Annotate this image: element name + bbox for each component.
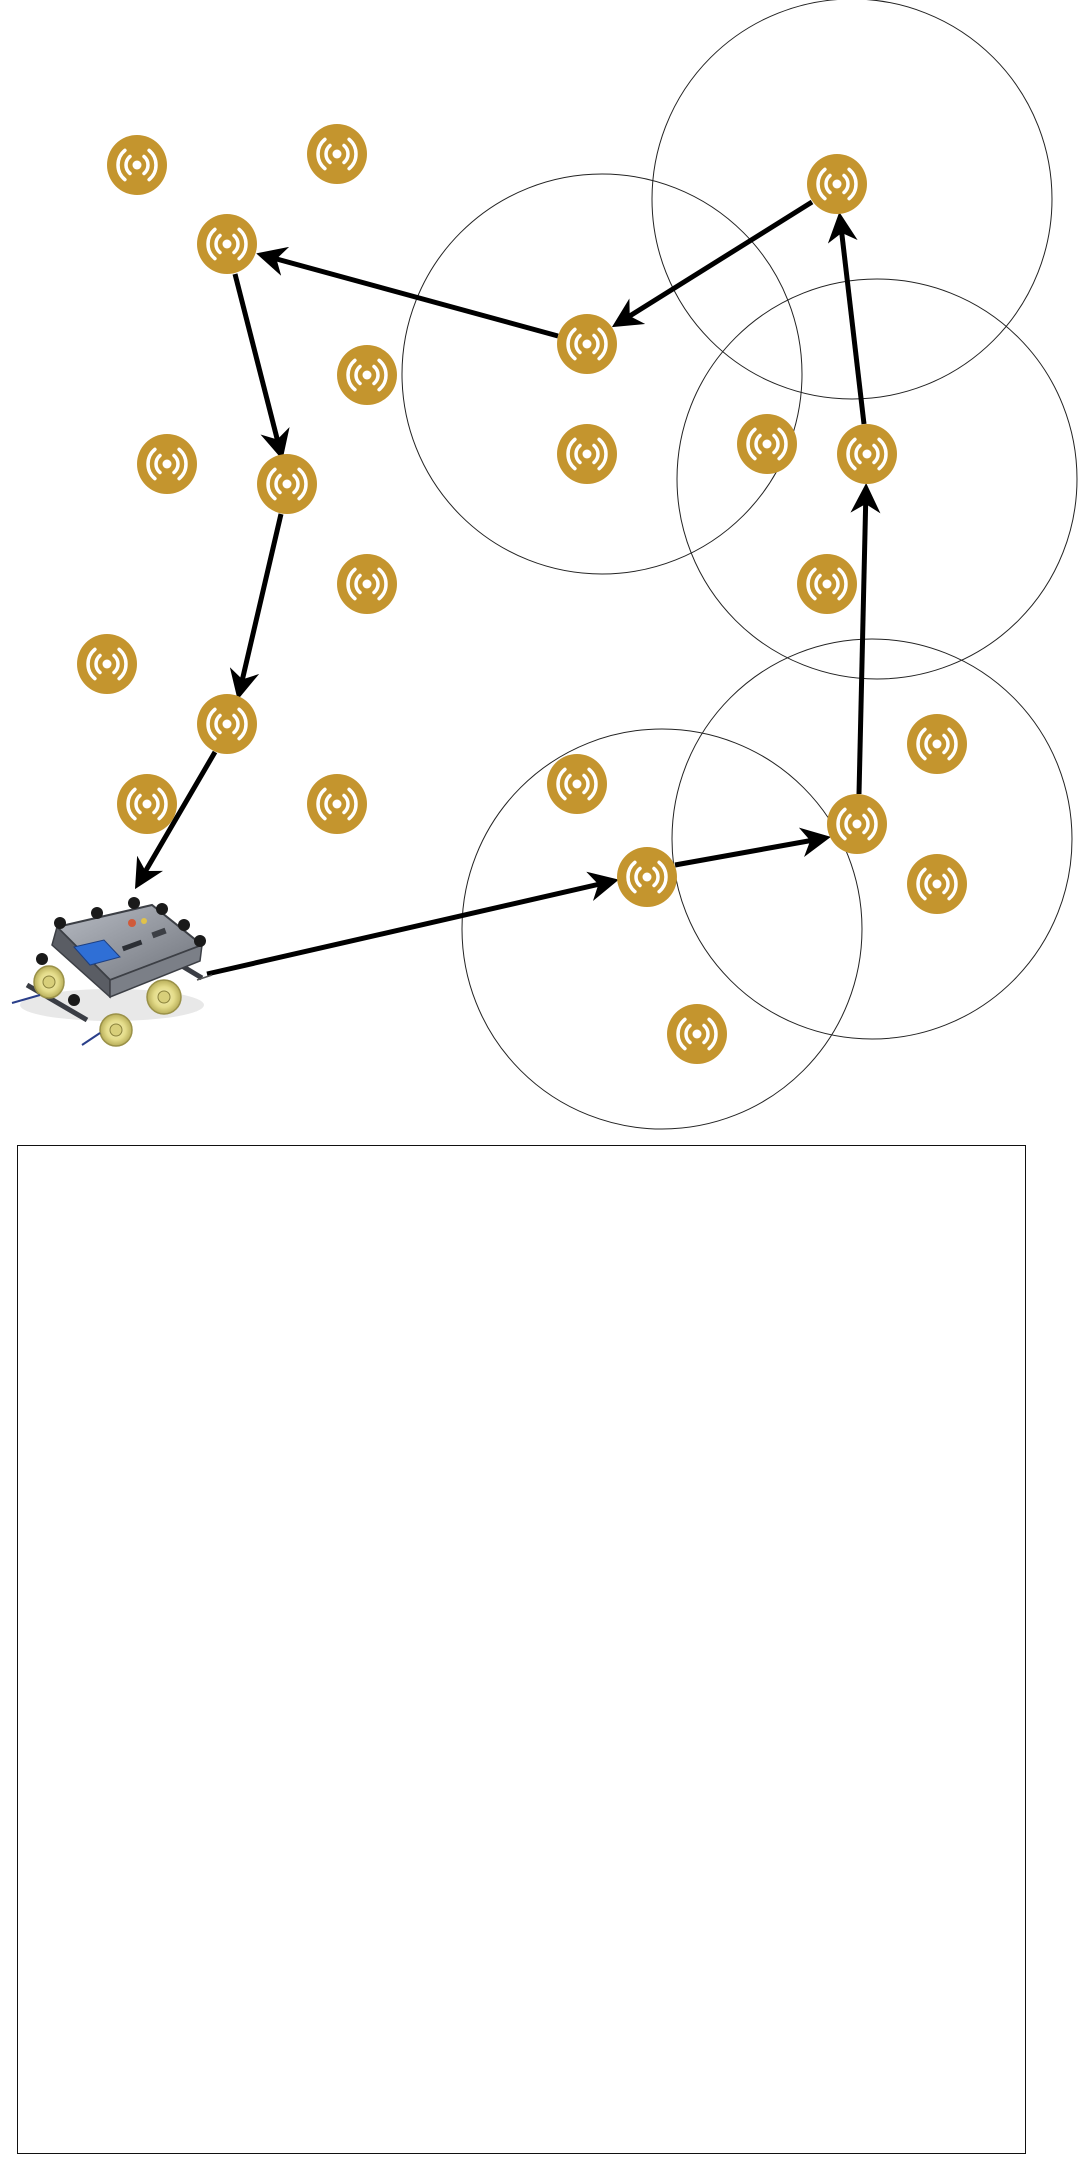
- path-arrow-9: [134, 750, 218, 890]
- path-arrow-1: [206, 871, 619, 977]
- robot-rover-icon: [11, 897, 213, 1047]
- wireless-signal-icon: [907, 854, 967, 914]
- path-arrow-8: [229, 513, 284, 700]
- path-arrow-7: [232, 273, 290, 460]
- path-arrow-2: [674, 827, 831, 868]
- wireless-signal-icon: [197, 214, 257, 274]
- empty-panel: [17, 1145, 1026, 2154]
- wireless-signal-icon: [547, 754, 607, 814]
- range-circle-b11: [676, 278, 1078, 680]
- wireless-signal-icon: [837, 424, 897, 484]
- wireless-signal-icon: [77, 634, 137, 694]
- wireless-signal-icon: [617, 847, 677, 907]
- range-circle-b13: [651, 0, 1053, 400]
- wireless-signal-icon: [257, 454, 317, 514]
- path-arrows: [134, 199, 881, 977]
- wireless-signal-icon: [807, 154, 867, 214]
- wireless-signal-icon: [557, 424, 617, 484]
- wireless-signal-icon: [737, 414, 797, 474]
- wireless-signal-icon: [197, 694, 257, 754]
- range-circle-b9: [401, 173, 803, 575]
- wireless-signal-icon: [307, 124, 367, 184]
- wireless-signal-icon: [907, 714, 967, 774]
- range-circle-b20: [671, 638, 1073, 1040]
- beacons: [77, 124, 967, 1064]
- path-arrow-4: [827, 212, 867, 425]
- wireless-signal-icon: [307, 774, 367, 834]
- range-circle-b18: [461, 728, 863, 1130]
- path-arrow-3: [850, 483, 881, 795]
- wireless-signal-icon: [827, 794, 887, 854]
- wireless-signal-icon: [667, 1004, 727, 1064]
- wireless-signal-icon: [557, 314, 617, 374]
- wireless-signal-icon: [337, 554, 397, 614]
- robot-rover: [11, 897, 213, 1047]
- wireless-signal-icon: [107, 135, 167, 195]
- path-arrow-6: [256, 246, 559, 339]
- wireless-signal-icon: [797, 554, 857, 614]
- wireless-signal-icon: [117, 774, 177, 834]
- path-arrow-5: [611, 199, 814, 328]
- wireless-signal-icon: [337, 345, 397, 405]
- range-circles: [401, 0, 1078, 1130]
- wireless-signal-icon: [137, 434, 197, 494]
